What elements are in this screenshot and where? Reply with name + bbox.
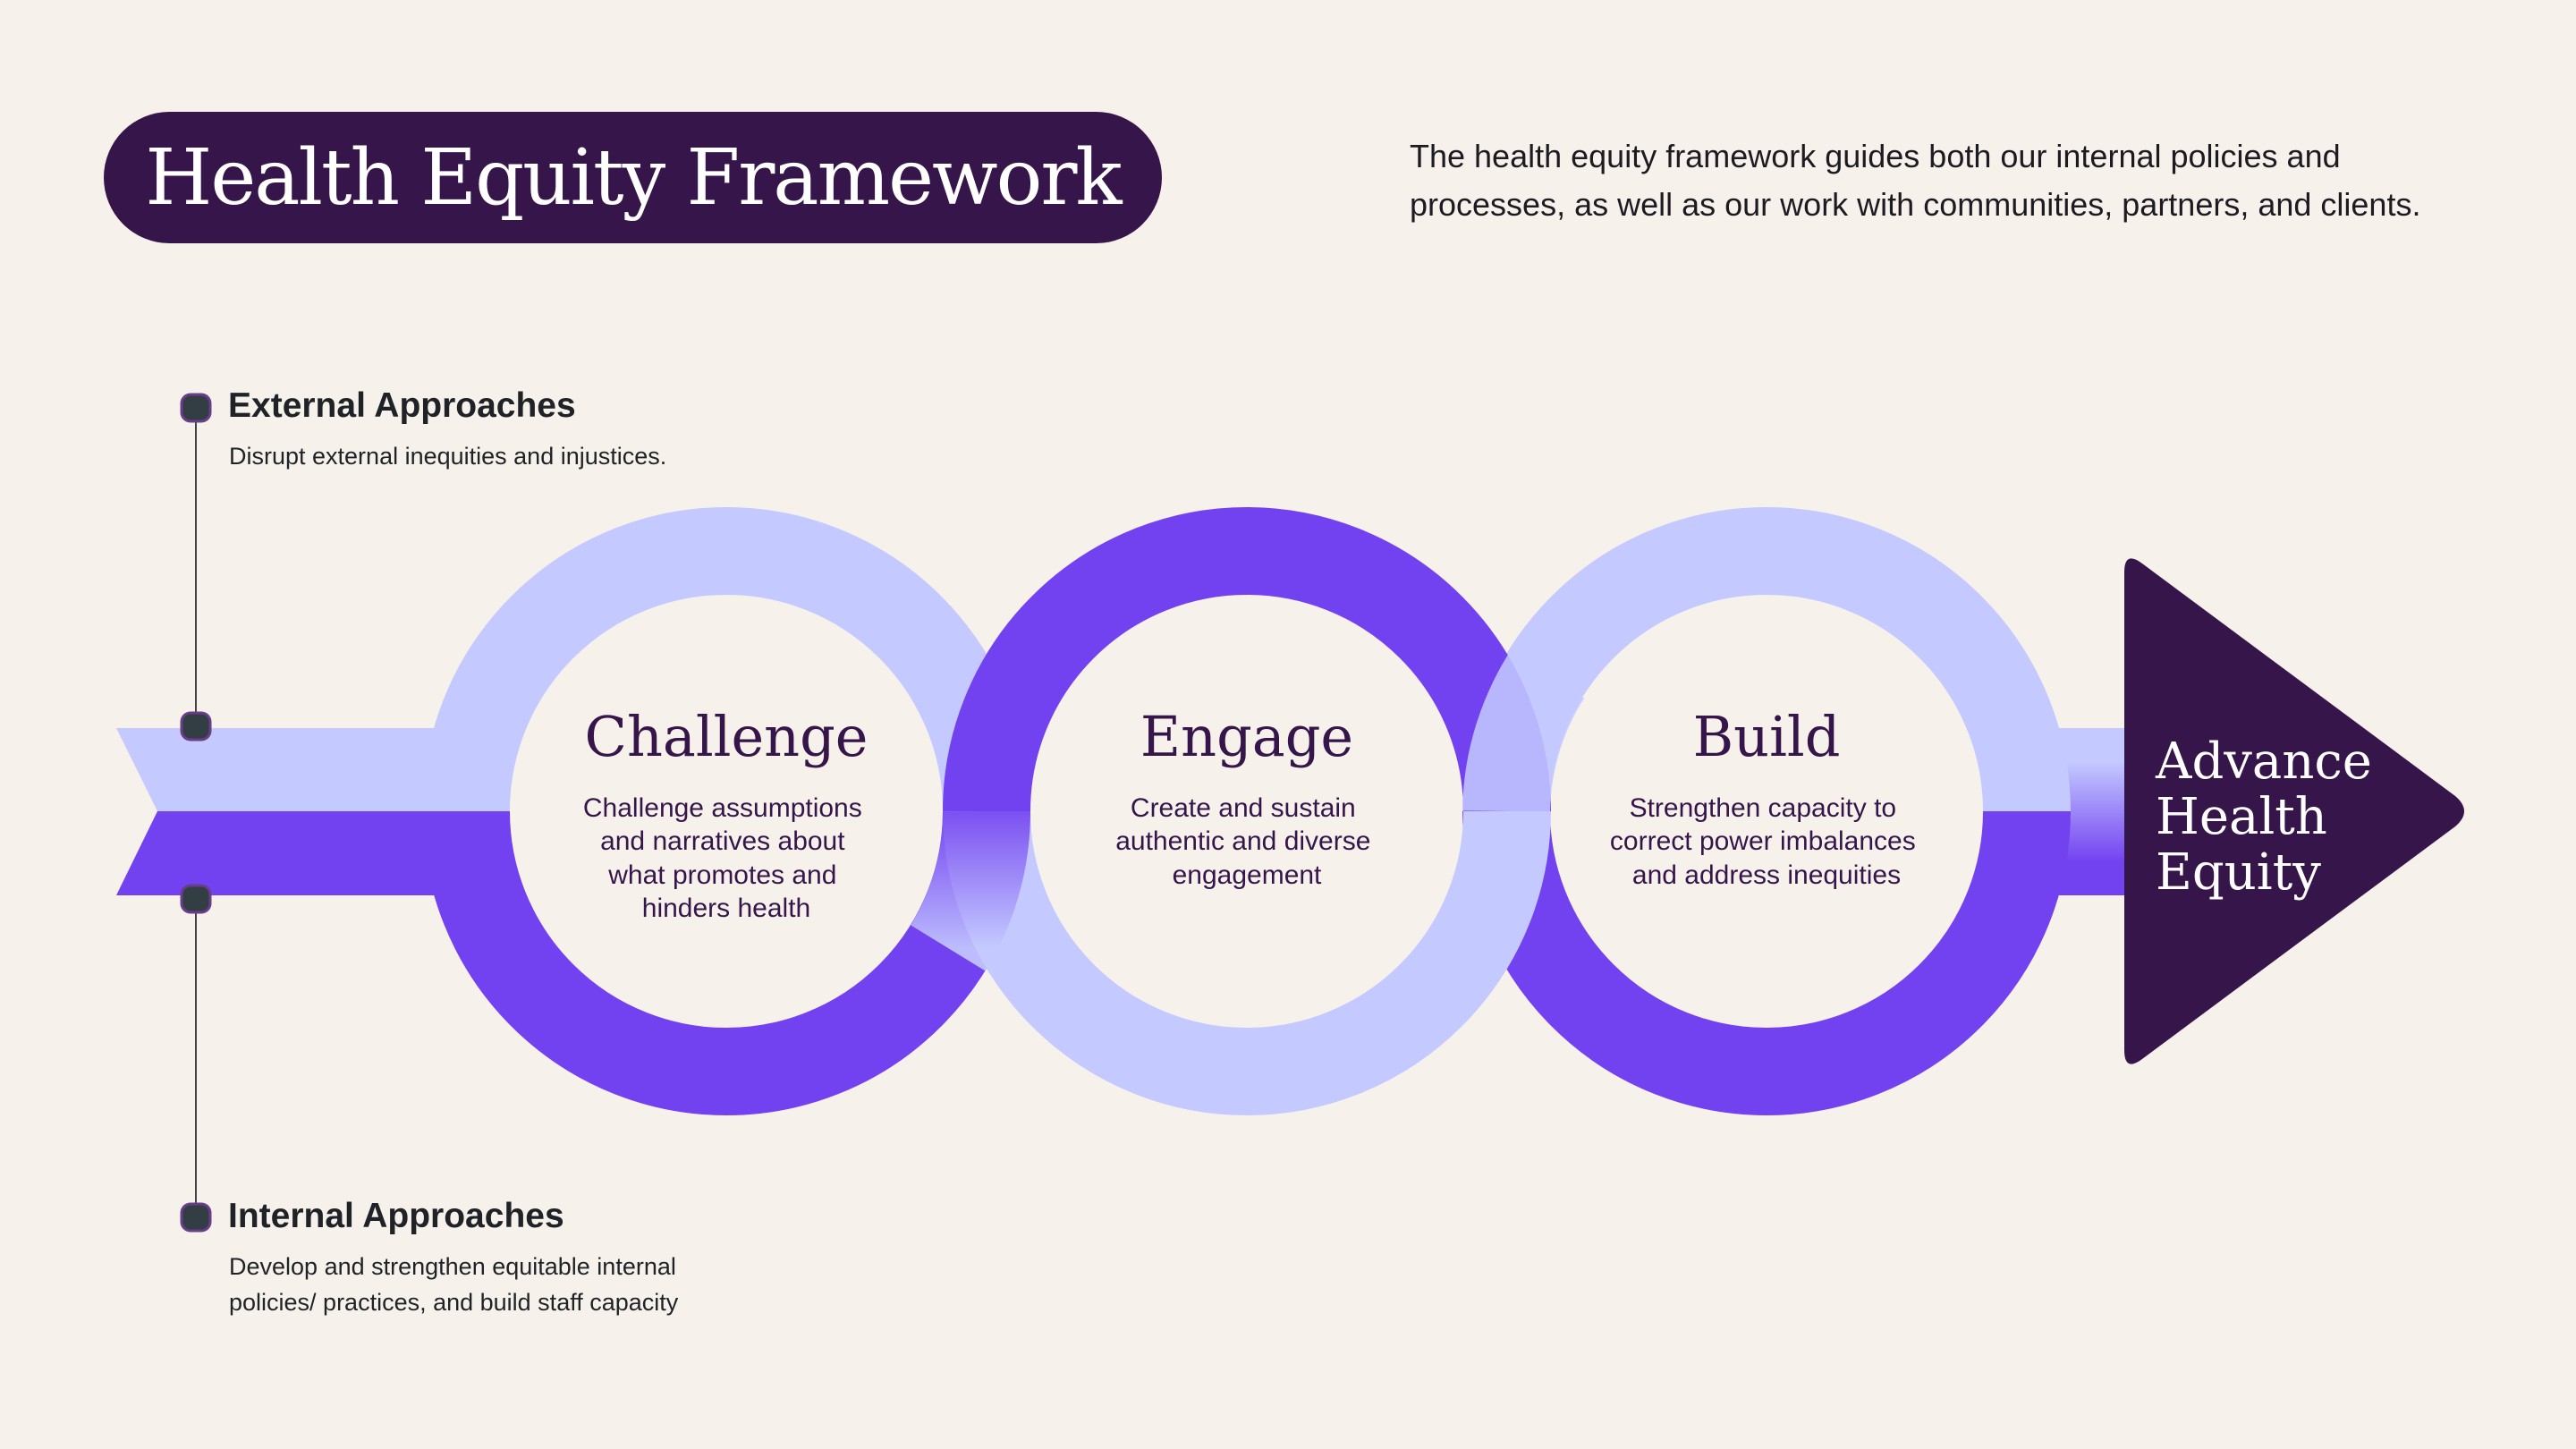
step-body-engage: Create and sustain authentic and diverse… bbox=[1115, 793, 1378, 890]
step-title-build: Build bbox=[1693, 704, 1841, 769]
step-body-build: Strengthen capacity to correct power imb… bbox=[1610, 793, 1923, 890]
framework-description: The health equity framework guides both … bbox=[1410, 138, 2421, 223]
internal-approaches-line-2: policies/ practices, and build staff cap… bbox=[229, 1289, 679, 1316]
node-internal bbox=[180, 1202, 212, 1233]
external-approaches-text: Disrupt external inequities and injustic… bbox=[229, 443, 667, 470]
band-external bbox=[116, 728, 501, 811]
title-pill: Health Equity Framework bbox=[104, 112, 1162, 243]
external-approaches-title: External Approaches bbox=[228, 386, 576, 425]
goal-text: Advance Health Equity bbox=[2155, 733, 2388, 902]
node-band-top bbox=[180, 711, 212, 741]
goal-arrow bbox=[2124, 558, 2464, 1064]
ring-engage bbox=[943, 507, 1551, 1115]
page-title: Health Equity Framework bbox=[145, 132, 1122, 223]
node-external bbox=[180, 393, 212, 423]
internal-approaches-title: Internal Approaches bbox=[228, 1197, 564, 1235]
band-internal bbox=[116, 811, 501, 895]
step-title-challenge: Challenge bbox=[585, 704, 869, 769]
node-band-bottom bbox=[180, 884, 212, 914]
step-body-challenge: Challenge assumptions and narratives abo… bbox=[583, 793, 869, 923]
step-title-engage: Engage bbox=[1140, 704, 1353, 769]
internal-approaches-line-1: Develop and strengthen equitable interna… bbox=[229, 1253, 676, 1280]
